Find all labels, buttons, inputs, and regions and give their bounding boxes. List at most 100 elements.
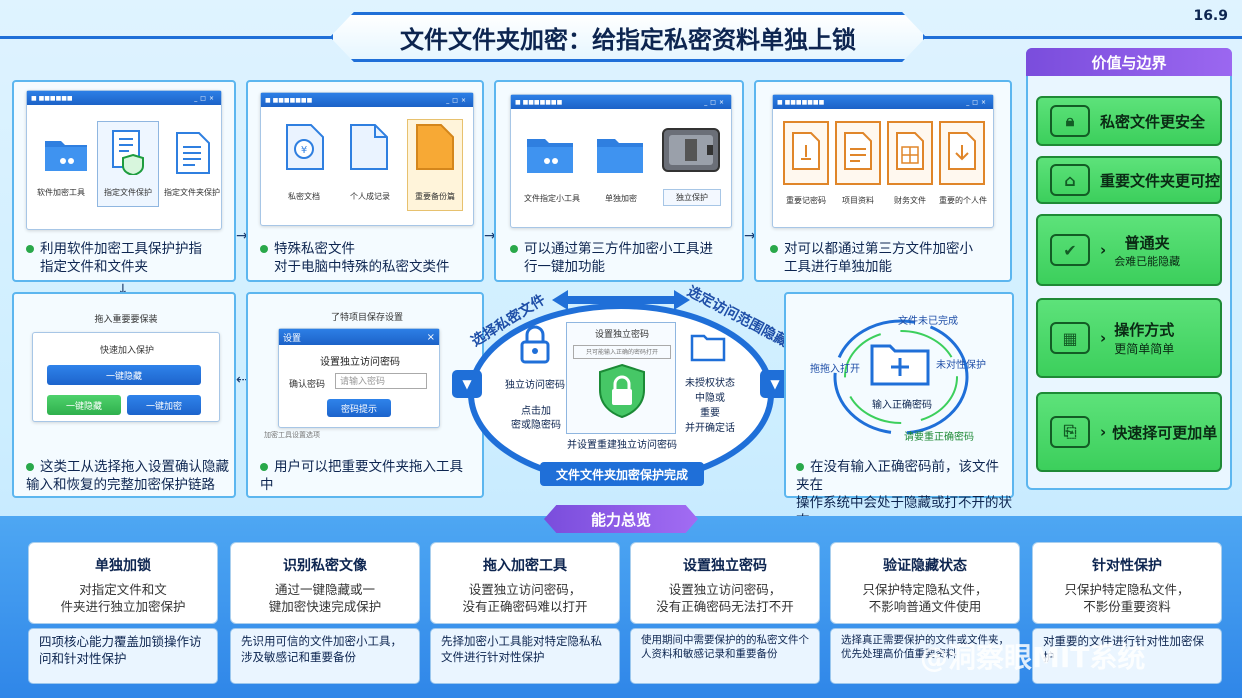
close-icon[interactable]: × bbox=[426, 331, 435, 343]
password-input[interactable]: 请输入密码 bbox=[335, 373, 427, 389]
step2-item-label: 重要备份篇 bbox=[415, 192, 455, 201]
page-title: 文件文件夹加密：给指定私密资料单独上锁 bbox=[330, 12, 926, 62]
summary-card-title: 单独加锁 bbox=[95, 558, 151, 574]
panel-item-label: 操作方式 bbox=[1114, 321, 1175, 339]
step3-item-label: 单独加密 bbox=[605, 194, 637, 203]
step5-caption-line2: 输入和恢复的完整加密保护链路 bbox=[26, 477, 215, 493]
summary-card-line: 对指定文件和文 bbox=[79, 582, 167, 597]
step6-top-label: 了特项目保存设置 bbox=[330, 313, 403, 323]
summary-card: 设置独立密码 设置独立访问密码， 没有正确密码无法打不开 bbox=[630, 542, 820, 624]
file-tile[interactable] bbox=[887, 121, 933, 185]
summary-card-line: 没有正确密码难以打开 bbox=[462, 599, 588, 614]
step1-caption-line1: 利用软件加密工具保护护指 bbox=[40, 241, 202, 257]
summary-card: 拖入加密工具 设置独立访问密码， 没有正确密码难以打开 bbox=[430, 542, 620, 624]
summary-card-title: 拖入加密工具 bbox=[483, 558, 567, 574]
calendar-icon: ▦ bbox=[1050, 322, 1090, 354]
step6-caption-line1: 用户可以把重要文件夹拖入工具 bbox=[274, 459, 463, 475]
summary-card: 单独加锁 对指定文件和文 件夹进行独立加密保护 bbox=[28, 542, 218, 624]
encrypt-button[interactable]: 一键加密 bbox=[127, 395, 201, 415]
step4-item-label: 重要的个人件 bbox=[939, 196, 987, 205]
step-card-6: 了特项目保存设置 设置× 设置独立访问密码 确认密码 请输入密码 密码提示 加密… bbox=[246, 292, 484, 498]
step-card-4: ■ ■■■■■■■_□× 重要记密码 项目资料 财务文件 重要的个人件 对可以都… bbox=[754, 80, 1012, 282]
header-line-left bbox=[0, 36, 340, 39]
folder-hand-icon: ⌂ bbox=[1050, 164, 1090, 196]
set-password-title: 设置独立密码 bbox=[594, 330, 649, 340]
complete-banner: 文件文件夹加密保护完成 bbox=[540, 462, 704, 486]
dialog-title: 设置 bbox=[283, 333, 302, 344]
step-card-3: ■ ■■■■■■■_□× 文件指定小工具 单独加密 独立保护 可以通过第三方件加… bbox=[494, 80, 744, 282]
window-controls-icon[interactable]: _□× bbox=[966, 98, 989, 106]
panel-item-text: 普通夹 会难已能隐藏 bbox=[1114, 232, 1180, 269]
step6-footer: 加密工具设置选项 bbox=[264, 431, 320, 439]
step4-caption-line2: 工具进行单独加能 bbox=[784, 259, 892, 275]
summary-card-line: 设置独立访问密码， bbox=[668, 582, 782, 597]
chevron-right-icon: › bbox=[1100, 423, 1107, 441]
step6-caption-line2: 中 bbox=[260, 477, 274, 493]
summary-card-line: 通过一键隐藏或一 bbox=[274, 582, 375, 597]
hide-button[interactable]: 一键隐藏 bbox=[47, 365, 201, 385]
step2-item-label: 私密文档 bbox=[288, 192, 320, 201]
summary-card-line: 键加密快速完成保护 bbox=[268, 599, 382, 614]
arrow-left-icon: ⇠ bbox=[236, 372, 248, 388]
summary-card-line: 设置独立访问密码， bbox=[468, 582, 582, 597]
ring-right-label: 未对性保护 bbox=[936, 360, 986, 371]
bullet-dot bbox=[510, 245, 518, 253]
summary-card-line: 只保护特定隐私文件， bbox=[862, 582, 988, 597]
step7-caption: 在没有输入正确密码前，该文件夹在 操作系统中会处于隐藏或打不开的状态 bbox=[796, 458, 1012, 530]
step-card-1: ■ ■■■■■■_□× 软件加密工具 指定文件保护 指定文件夹保护 利用软件加密… bbox=[12, 80, 236, 282]
folder-label-3: 重要 bbox=[700, 408, 720, 419]
step4-caption-line1: 对可以都通过第三方文件加密小 bbox=[784, 241, 973, 257]
window-controls-icon[interactable]: _□× bbox=[446, 96, 469, 104]
panel-item-sub: 更简单简单 bbox=[1114, 342, 1175, 356]
panel-item-control[interactable]: ⌂ 重要文件夹更可控 bbox=[1036, 156, 1222, 204]
panel-item-label: 普通夹 bbox=[1124, 233, 1170, 252]
quick-hide-button[interactable]: 一键隐藏 bbox=[47, 395, 121, 415]
chevron-down-icon[interactable]: ▼ bbox=[452, 370, 482, 398]
password-hint-button[interactable]: 密码提示 bbox=[327, 399, 391, 417]
step3-item-button[interactable]: 独立保护 bbox=[663, 189, 721, 206]
step3-titlebar: ■ ■■■■■■■_□× bbox=[511, 95, 731, 109]
step5-caption-line1: 这类工从选择拖入设置确认隐藏 bbox=[40, 459, 229, 475]
summary-title: 能力总览 bbox=[544, 505, 698, 533]
summary-card-title: 设置独立密码 bbox=[683, 558, 767, 574]
step1-caption-line2: 指定文件和文件夹 bbox=[40, 259, 148, 275]
step1-titlebar: ■ ■■■■■■ _□× bbox=[27, 91, 221, 105]
svg-text:¥: ¥ bbox=[301, 145, 307, 156]
check-mail-icon: ✔ bbox=[1050, 234, 1090, 266]
cycle-ring-graphic bbox=[833, 319, 969, 435]
summary-note: 使用期间中需要保护的的私密文件个人资料和敏感记录和重要备份 bbox=[630, 628, 820, 684]
folder-label-2: 中隐或 bbox=[695, 393, 725, 404]
chevron-right-icon: › bbox=[1100, 241, 1107, 259]
document-icon bbox=[844, 132, 872, 170]
panel-item-operation[interactable]: ▦ › 操作方式 更简单简单 bbox=[1036, 298, 1222, 378]
step2-item-label: 个人成记录 bbox=[350, 192, 390, 201]
page-title-text: 文件文件夹加密：给指定私密资料单独上锁 bbox=[400, 25, 856, 54]
bullet-dot bbox=[26, 245, 34, 253]
panel-item-safe[interactable]: 🔒︎ 私密文件更安全 bbox=[1036, 96, 1222, 146]
window-controls-icon[interactable]: _□× bbox=[704, 98, 727, 106]
bullet-dot bbox=[770, 245, 778, 253]
folder-outline-icon bbox=[690, 334, 726, 362]
chevron-right-icon: › bbox=[1100, 329, 1107, 347]
watermark: @洞察眼MIT系统 bbox=[920, 641, 1146, 674]
summary-note: 选择真正需要保护的文件或文件夹，优先处理高价值重要资料 bbox=[830, 628, 1020, 684]
window-controls-icon[interactable]: _□× bbox=[194, 94, 217, 102]
step3-caption: 可以通过第三方件加密小工具进 行一键加功能 bbox=[510, 240, 740, 276]
panel-item-normal[interactable]: ✔ › 普通夹 会难已能隐藏 bbox=[1036, 214, 1222, 286]
panel-item-quick[interactable]: ⎘ › 快速择可更加单 bbox=[1036, 392, 1222, 472]
step4-item-label: 项目资料 bbox=[842, 196, 874, 205]
header-line-right bbox=[916, 36, 1242, 39]
ring-bottom-label: 请要重正确密码 bbox=[904, 432, 974, 443]
step5-box-title: 快速加入保护 bbox=[99, 346, 154, 356]
dialog-heading: 设置独立访问密码 bbox=[320, 357, 400, 368]
set-password-input[interactable]: 只可能输入正确的密码打开 bbox=[573, 345, 671, 359]
step4-caption: 对可以都通过第三方文件加密小 工具进行单独加能 bbox=[770, 240, 1010, 276]
summary-card-line: 件夹进行独立加密保护 bbox=[60, 599, 186, 614]
step1-app-name: ■ ■■■■■■ bbox=[31, 94, 73, 102]
record-document-icon bbox=[350, 124, 388, 170]
summary-note: 对重要的文件进行针对性加密保护 bbox=[1032, 628, 1222, 684]
bullet-dot bbox=[260, 245, 268, 253]
arrow-right-icon: → bbox=[484, 228, 496, 244]
ring-left-label: 拖拖入打开 bbox=[810, 364, 860, 375]
version-label: 16.9 bbox=[1193, 8, 1228, 24]
